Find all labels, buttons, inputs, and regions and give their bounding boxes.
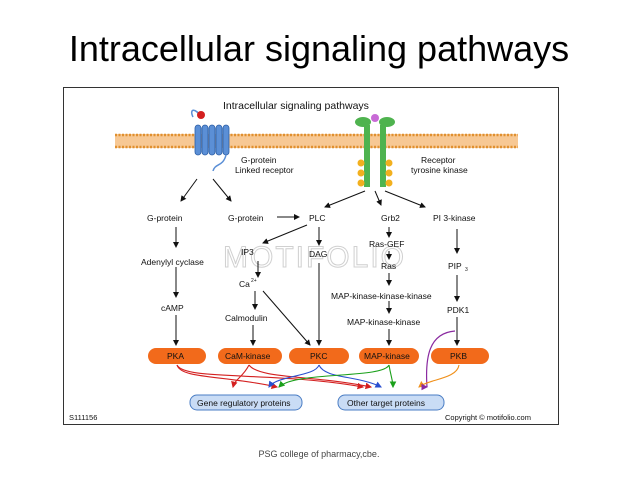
gpcr-label-line2: Linked receptor	[235, 165, 294, 175]
target-label-other: Other target proteins	[347, 398, 425, 408]
slide-footer: PSG college of pharmacy,cbe.	[258, 449, 380, 459]
node-calcium: Ca	[239, 279, 250, 289]
slide-title: Intracellular signaling pathways	[68, 28, 570, 69]
node-camp: cAMP	[161, 303, 184, 313]
node-calcium-superscript: 2+	[251, 278, 257, 284]
node-dag: DAG	[309, 249, 327, 259]
kinase-pill-pka	[148, 348, 206, 364]
kinase-pill-map-kinase	[359, 348, 419, 364]
kinase-row: PKA CaM-kinase PKC MAP-kinase PKB	[148, 348, 489, 364]
kinase-label-pka: PKA	[167, 351, 184, 361]
kinase-label-pkb: PKB	[450, 351, 467, 361]
kinase-pill-cam-kinase	[218, 348, 282, 364]
target-pill-gene-regulatory	[189, 394, 303, 411]
node-adenylyl-cyclase: Adenylyl cyclase	[141, 257, 204, 267]
kinase-label-cam-kinase: CaM-kinase	[225, 351, 271, 361]
node-plc: PLC	[309, 213, 326, 223]
kinase-pill-pkb	[431, 348, 489, 364]
kinase-label-map-kinase: MAP-kinase	[364, 351, 410, 361]
kinase-pill-pkc	[289, 348, 349, 364]
gpcr-label-line1: G-protein	[241, 155, 277, 165]
node-gprotein-left: G-protein	[147, 213, 183, 223]
rtk-label-line1: Receptor	[421, 155, 456, 165]
rtk-receptor-icon	[355, 114, 395, 187]
figure-id: S111156	[69, 413, 97, 422]
downstream-arrows	[176, 364, 460, 390]
node-ip3: IP3	[241, 247, 254, 257]
pathway-diagram: MOTIFOLIO Intracellular signaling pathwa…	[63, 87, 559, 425]
target-pill-other	[337, 394, 445, 411]
kinase-label-pkc: PKC	[310, 351, 327, 361]
node-calmodulin: Calmodulin	[225, 313, 268, 323]
pathway-figure: MOTIFOLIO Intracellular signaling pathwa…	[63, 87, 559, 425]
node-mapkk: MAP-kinase-kinase	[347, 317, 420, 327]
node-pdk1: PDK1	[447, 305, 469, 315]
receptor-arrows	[180, 178, 426, 220]
node-ras-gef: Ras-GEF	[369, 239, 404, 249]
node-mapkkk: MAP-kinase-kinase-kinase	[331, 291, 432, 301]
cell-membrane	[115, 133, 518, 149]
gpcr-receptor-icon	[190, 109, 230, 172]
node-ras: Ras	[381, 261, 396, 271]
target-row: Gene regulatory proteins Other target pr…	[189, 394, 445, 411]
node-grb2: Grb2	[381, 213, 400, 223]
watermark-text: MOTIFOLIO	[223, 241, 406, 274]
target-label-gene-regulatory: Gene regulatory proteins	[197, 398, 291, 408]
purple-pathway-arrow	[425, 330, 456, 388]
node-pip3-subscript: 3	[465, 267, 468, 273]
node-gprotein-mid: G-protein	[228, 213, 264, 223]
node-pi3k: PI 3-kinase	[433, 213, 476, 223]
figure-title: Intracellular signaling pathways	[223, 100, 369, 112]
rtk-label-line2: tyrosine kinase	[411, 165, 468, 175]
pathway-arrows	[173, 224, 460, 346]
copyright-text: Copyright © motifolio.com	[445, 413, 531, 422]
node-pip3: PIP	[448, 261, 462, 271]
